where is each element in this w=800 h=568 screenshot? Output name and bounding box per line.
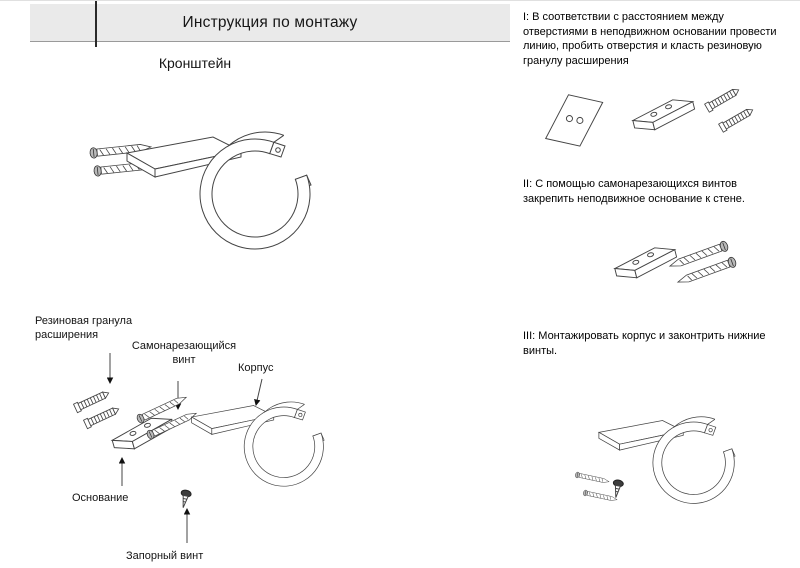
label-locking-screw: Запорный винт xyxy=(126,550,204,562)
bracket-body-icon xyxy=(126,131,312,250)
step-3-text: III: Монтажировать корпус и законтрить н… xyxy=(523,330,766,357)
label-base: Основание xyxy=(72,492,129,504)
bracket-body-icon xyxy=(191,401,325,487)
label-rubber-granule: Резиновая гранула расширения xyxy=(35,315,133,341)
locking-screw-icon xyxy=(177,488,193,510)
step-2-illustration xyxy=(611,239,738,288)
dowel-icon xyxy=(718,105,756,133)
step-3-illustration xyxy=(574,416,736,504)
base-icon xyxy=(629,94,698,135)
dowel-icon xyxy=(83,404,122,430)
step-2-text: II: С помощью самонарезающихся винтов за… xyxy=(523,178,745,205)
dowel-icon xyxy=(73,388,112,414)
bracket-body-icon xyxy=(598,416,736,504)
base-icon xyxy=(611,242,680,283)
arrow-body xyxy=(254,378,263,406)
step-1-text: I: В соответствии с расстоянием между от… xyxy=(523,11,777,68)
assembled-bracket-illustration xyxy=(89,131,312,250)
label-body: Корпус xyxy=(238,362,274,374)
header-bar: Инструкция по монтажу xyxy=(30,4,510,42)
screw-icon xyxy=(574,471,610,485)
bracket-subtitle: Кронштейн xyxy=(158,55,232,71)
step-1-illustration xyxy=(545,85,756,147)
screw-icon xyxy=(582,489,618,503)
header-divider-line xyxy=(95,1,97,47)
dowel-icon xyxy=(704,85,742,113)
page-title: Инструкция по монтажу xyxy=(182,13,358,31)
exploded-view-illustration xyxy=(73,353,325,543)
locking-screw-icon xyxy=(610,478,625,499)
plate-icon xyxy=(545,94,604,147)
label-self-tapping-screw: Самонарезающийся винт xyxy=(131,340,237,366)
